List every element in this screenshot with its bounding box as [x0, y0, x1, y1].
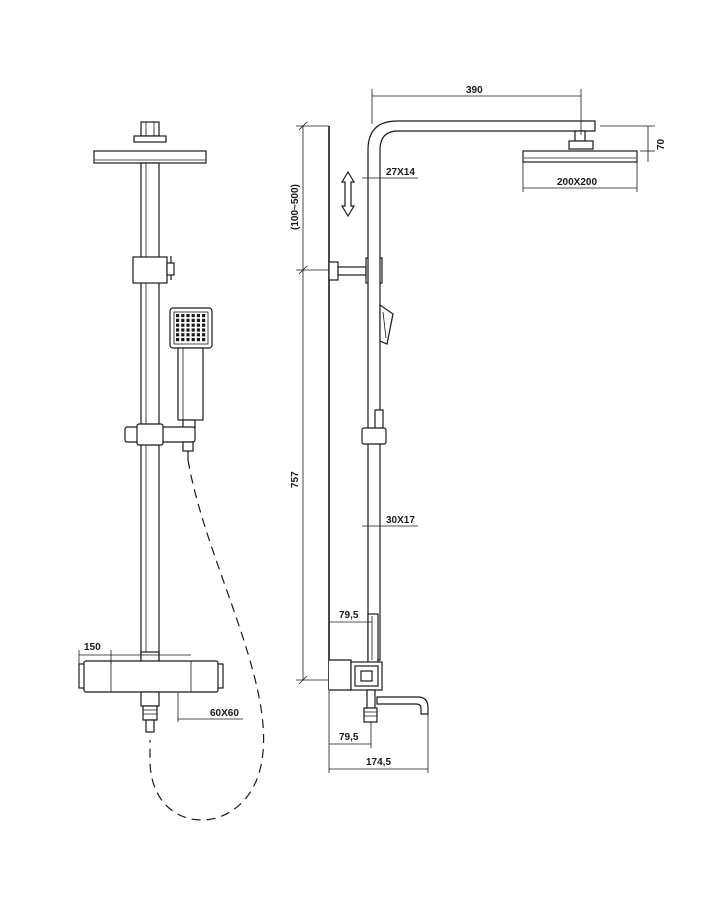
dim-head-arm-label: 390 [466, 85, 483, 96]
nozzle [186, 314, 190, 318]
nozzle [186, 323, 190, 327]
dim-wall-offset-lower-label: 79,5 [339, 732, 359, 743]
nozzle [202, 318, 206, 322]
nozzle [181, 318, 185, 322]
nozzle [196, 338, 200, 342]
adjust-arrow [340, 170, 356, 218]
dim-top-pipe: 27X14 [362, 167, 418, 179]
dim-wall-offset-lower: 79,5 [328, 690, 372, 773]
nozzle [181, 314, 185, 318]
side-shower-head [522, 130, 638, 163]
nozzle [196, 328, 200, 332]
nozzle [186, 338, 190, 342]
front-view: 150 60X60 [78, 121, 265, 821]
front-column [140, 162, 160, 661]
nozzle [176, 328, 180, 332]
front-hose [149, 459, 265, 821]
side-column-arm [367, 120, 596, 661]
dim-head-offset: 70 [600, 125, 667, 162]
nozzle [181, 338, 185, 342]
nozzle [176, 323, 180, 327]
nozzle [176, 314, 180, 318]
nozzle [181, 323, 185, 327]
nozzle [191, 314, 195, 318]
nozzle [202, 338, 206, 342]
nozzle [191, 328, 195, 332]
dim-mixer-width-label: 150 [84, 642, 101, 653]
dim-head-size-label: 200X200 [557, 177, 597, 188]
front-lower-holder [124, 423, 196, 460]
front-hand-shower [169, 307, 213, 429]
nozzle [196, 318, 200, 322]
dim-wall-offset-upper: 79,5 [329, 610, 373, 660]
side-mixer [329, 613, 429, 723]
nozzle [176, 318, 180, 322]
dim-mixer-width: 150 [78, 642, 191, 664]
side-view: 390 70 200X200 27X14 (100~50 [290, 85, 667, 773]
dim-bottom-pipe: 30X17 [362, 515, 418, 527]
nozzle [186, 333, 190, 337]
nozzle [196, 333, 200, 337]
dim-wall-offset-upper-label: 79,5 [339, 610, 359, 621]
nozzle [202, 323, 206, 327]
nozzle [191, 333, 195, 337]
front-shower-head [93, 121, 207, 164]
nozzle [202, 314, 206, 318]
nozzle [196, 314, 200, 318]
nozzle [191, 338, 195, 342]
dim-handle-section: 60X60 [177, 692, 243, 722]
nozzle [186, 318, 190, 322]
dim-top-pipe-label: 27X14 [386, 167, 415, 178]
dim-spout-projection: 174,5 [329, 714, 429, 773]
dim-head-offset-label: 70 [656, 138, 667, 150]
dim-head-arm: 390 [371, 85, 582, 135]
nozzle [181, 333, 185, 337]
dim-handle-section-label: 60X60 [210, 708, 239, 719]
nozzle [186, 328, 190, 332]
nozzle [191, 318, 195, 322]
dim-bottom-pipe-label: 30X17 [386, 515, 415, 526]
nozzle [176, 333, 180, 337]
front-upper-bracket [132, 256, 175, 284]
nozzle [202, 333, 206, 337]
nozzle [196, 323, 200, 327]
dim-column-height-label: 757 [290, 471, 301, 488]
front-mixer [78, 651, 224, 733]
nozzle [191, 323, 195, 327]
nozzle [176, 338, 180, 342]
nozzle [181, 328, 185, 332]
dim-vertical-left: (100~500) 757 [290, 121, 329, 685]
nozzle [202, 328, 206, 332]
dim-head-size: 200X200 [522, 162, 638, 192]
dim-spout-projection-label: 174,5 [366, 757, 391, 768]
dim-adjust-range-label: (100~500) [290, 184, 301, 230]
side-lower-holder [361, 427, 387, 445]
